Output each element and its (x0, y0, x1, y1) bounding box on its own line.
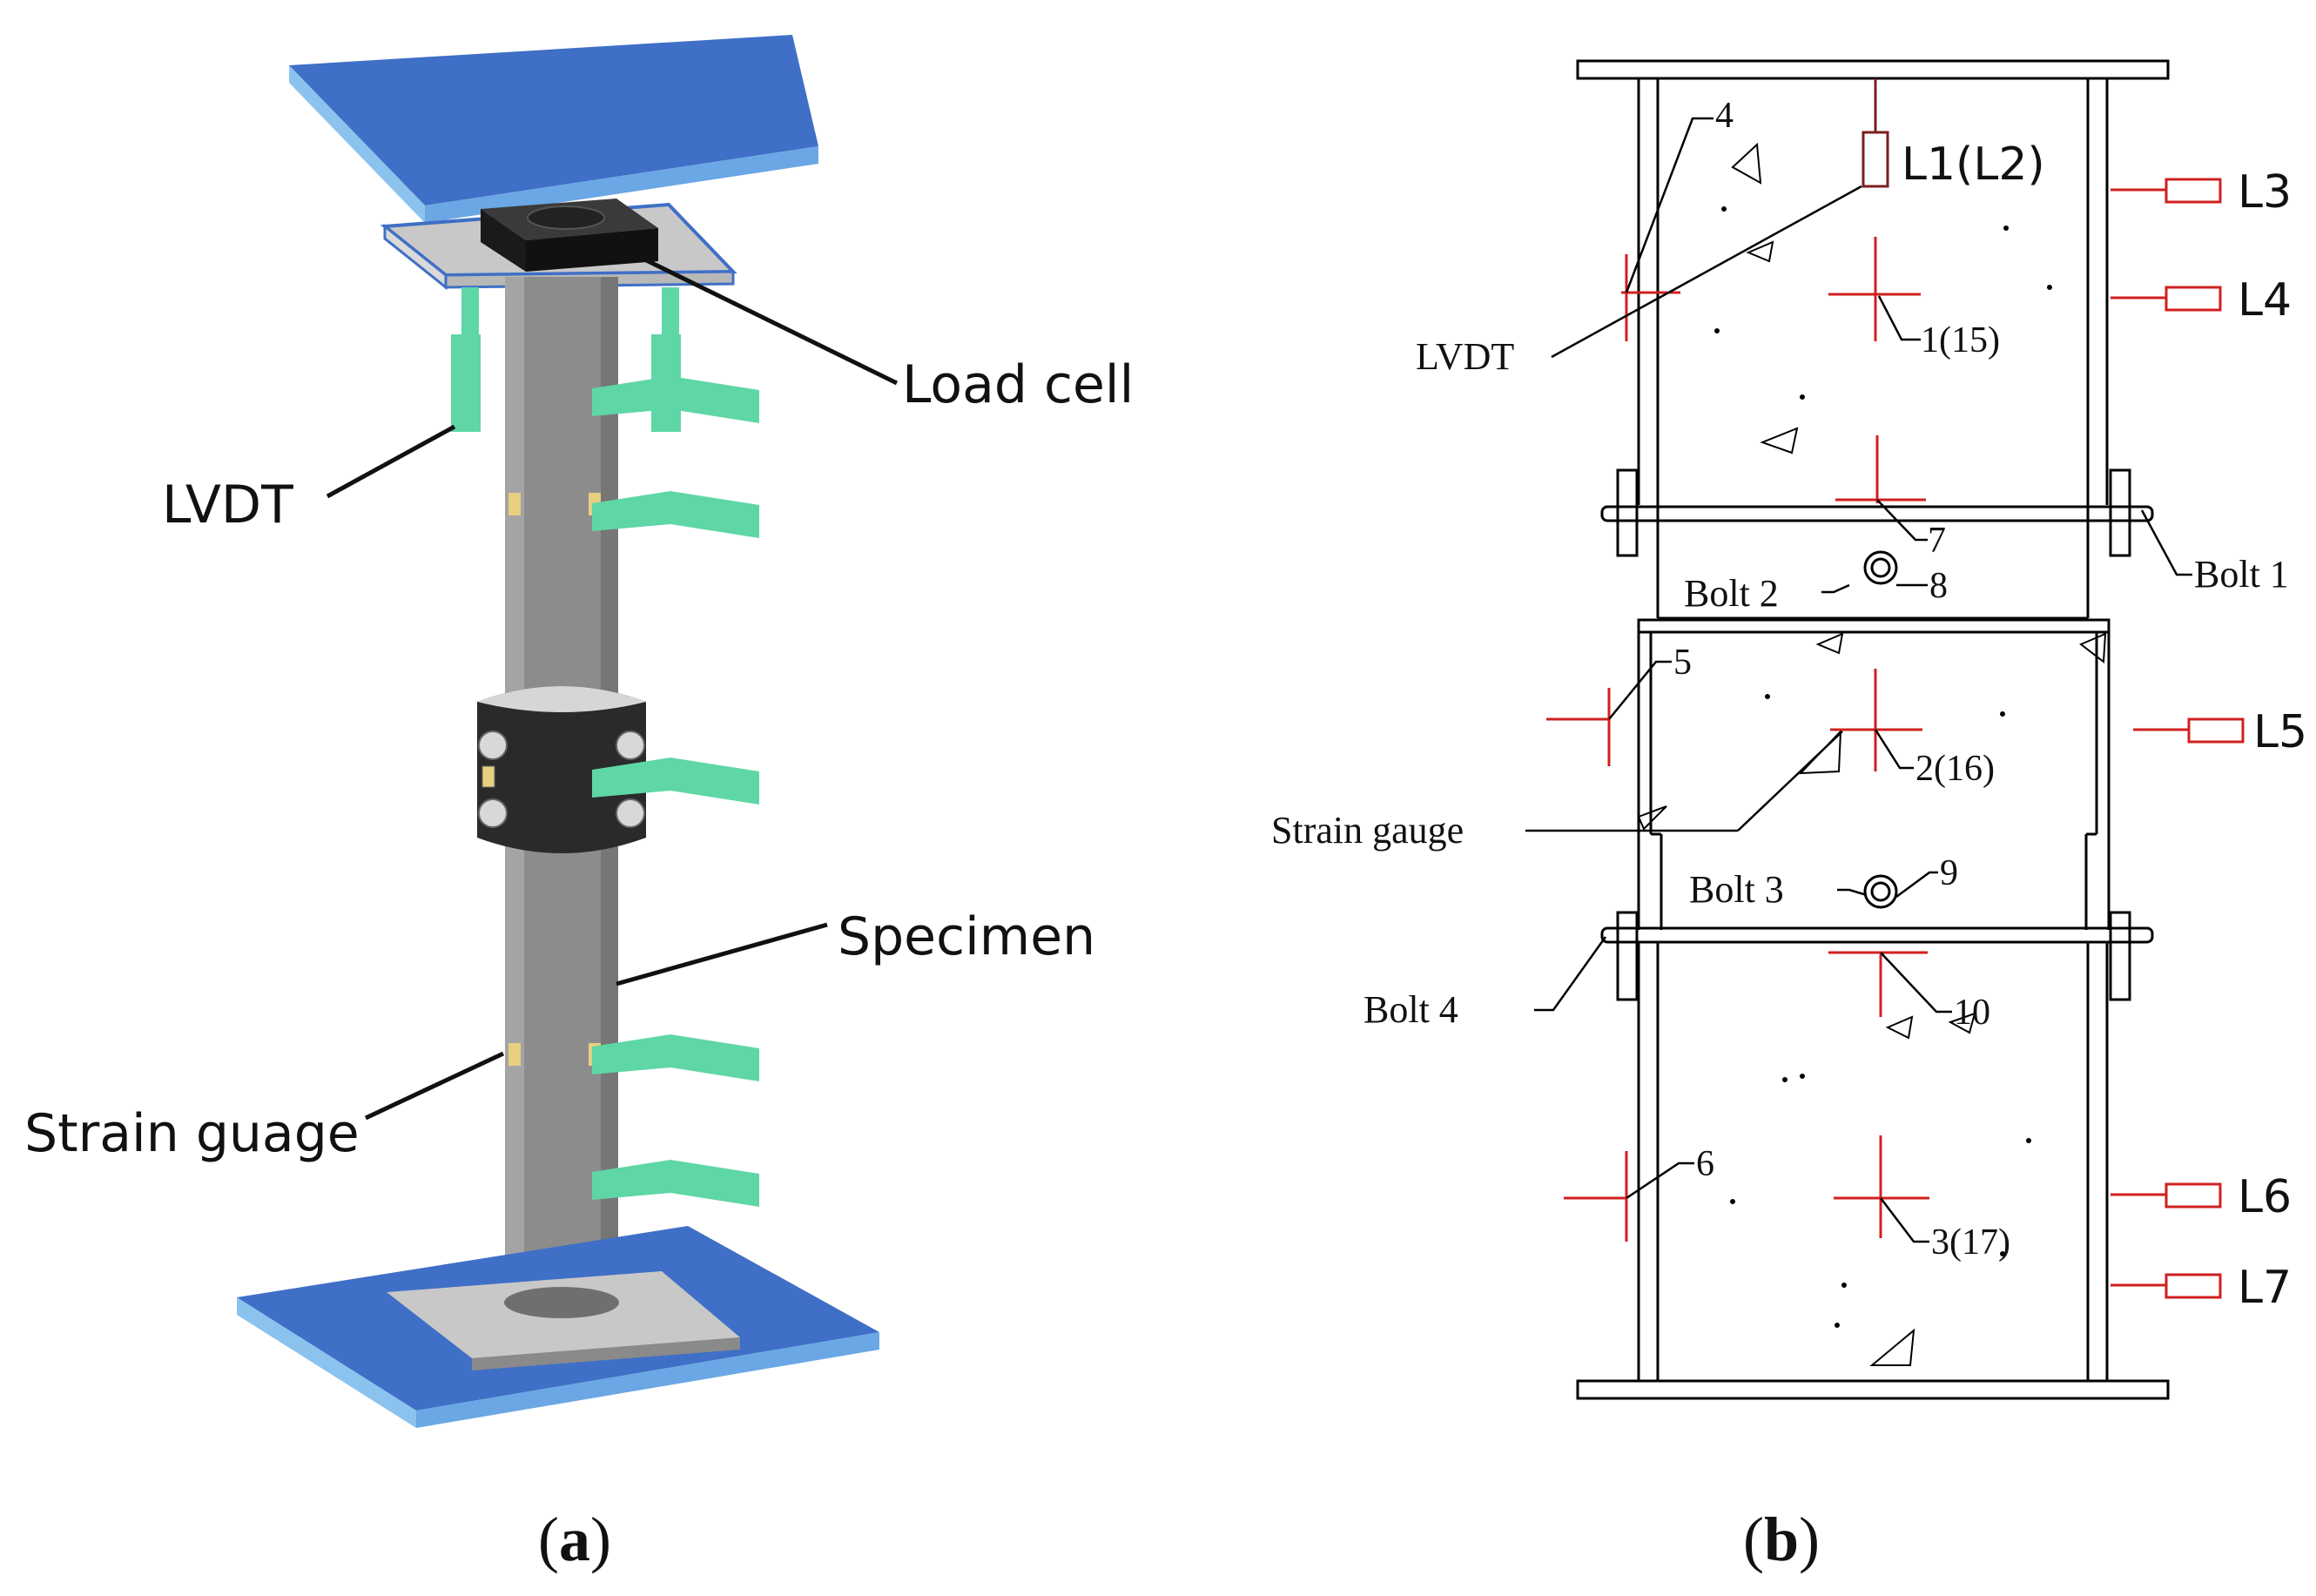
top-loading-plate (289, 35, 818, 223)
load-cell-block (481, 199, 658, 272)
gauge-number-6: 6 (1696, 1144, 1714, 1184)
panel-b-text: L1(L2) L3 L4 L5 L6 L7 4 1(15) 7 8 5 2(16… (1271, 96, 2307, 1574)
panel-b-leader-lines (1525, 117, 2192, 1243)
base-plate (237, 1226, 879, 1428)
lvdt-l3-label: L3 (2238, 166, 2292, 219)
label-lvdt-a: LVDT (162, 475, 293, 535)
lvdt-top (1862, 78, 1889, 188)
panel-a-caption: (a) (538, 1505, 611, 1574)
gauge-number-4: 4 (1715, 96, 1734, 136)
vertical-lvdts (451, 287, 681, 432)
label-strain-guage: Strain guage (24, 1103, 360, 1164)
middle-sleeve (1616, 468, 2131, 1001)
panel-a: Load cell LVDT Specimen Strain guage (a) (24, 35, 1134, 1574)
label-specimen: Specimen (838, 906, 1095, 967)
lvdt-l5-label: L5 (2253, 706, 2307, 758)
bolt-circles (1863, 550, 1898, 909)
panel-a-leader-lines (326, 248, 899, 1121)
gauge-number-3: 3(17) (1931, 1222, 2010, 1263)
panel-b: L1(L2) L3 L4 L5 L6 L7 4 1(15) 7 8 5 2(16… (1271, 59, 2307, 1574)
strain-gauge-mark (508, 1043, 521, 1066)
gauge-number-2: 2(16) (1915, 749, 1995, 789)
lvdt-l7-label: L7 (2238, 1262, 2292, 1314)
gauge-number-1: 1(15) (1921, 320, 2000, 360)
top-end-plate (1576, 59, 2170, 80)
label-bolt-3: Bolt 3 (1689, 868, 1784, 911)
through-bolts (1600, 505, 2154, 944)
gauge-number-5: 5 (1673, 643, 1692, 683)
gauge-number-7: 7 (1928, 521, 1946, 561)
lvdt-l4-label: L4 (2238, 274, 2292, 327)
label-strain-gauge-b: Strain gauge (1271, 809, 1464, 852)
lvdt-l6-label: L6 (2238, 1171, 2292, 1223)
gauge-number-8: 8 (1929, 566, 1948, 606)
lvdt-top-label: L1(L2) (1902, 138, 2045, 191)
horizontal-lvdts (592, 376, 759, 1207)
strain-gauge-mark (508, 493, 521, 515)
strain-gauge-rosettes (1546, 237, 1929, 1242)
gauge-number-9: 9 (1940, 853, 1958, 893)
gauge-number-10: 10 (1954, 993, 1990, 1033)
label-load-cell: Load cell (902, 354, 1134, 415)
label-lvdt-b: LVDT (1416, 335, 1514, 378)
bottom-end-plate (1576, 1379, 2170, 1400)
lower-tube (1637, 942, 2109, 1381)
label-bolt-1: Bolt 1 (2194, 553, 2289, 596)
concrete-hatch (1637, 142, 2107, 1366)
collar-connector (477, 686, 646, 853)
label-bolt-2: Bolt 2 (1684, 572, 1779, 615)
side-lvdts (2111, 178, 2245, 1299)
panel-b-caption: (b) (1743, 1505, 1820, 1574)
label-bolt-4: Bolt 4 (1363, 988, 1458, 1031)
